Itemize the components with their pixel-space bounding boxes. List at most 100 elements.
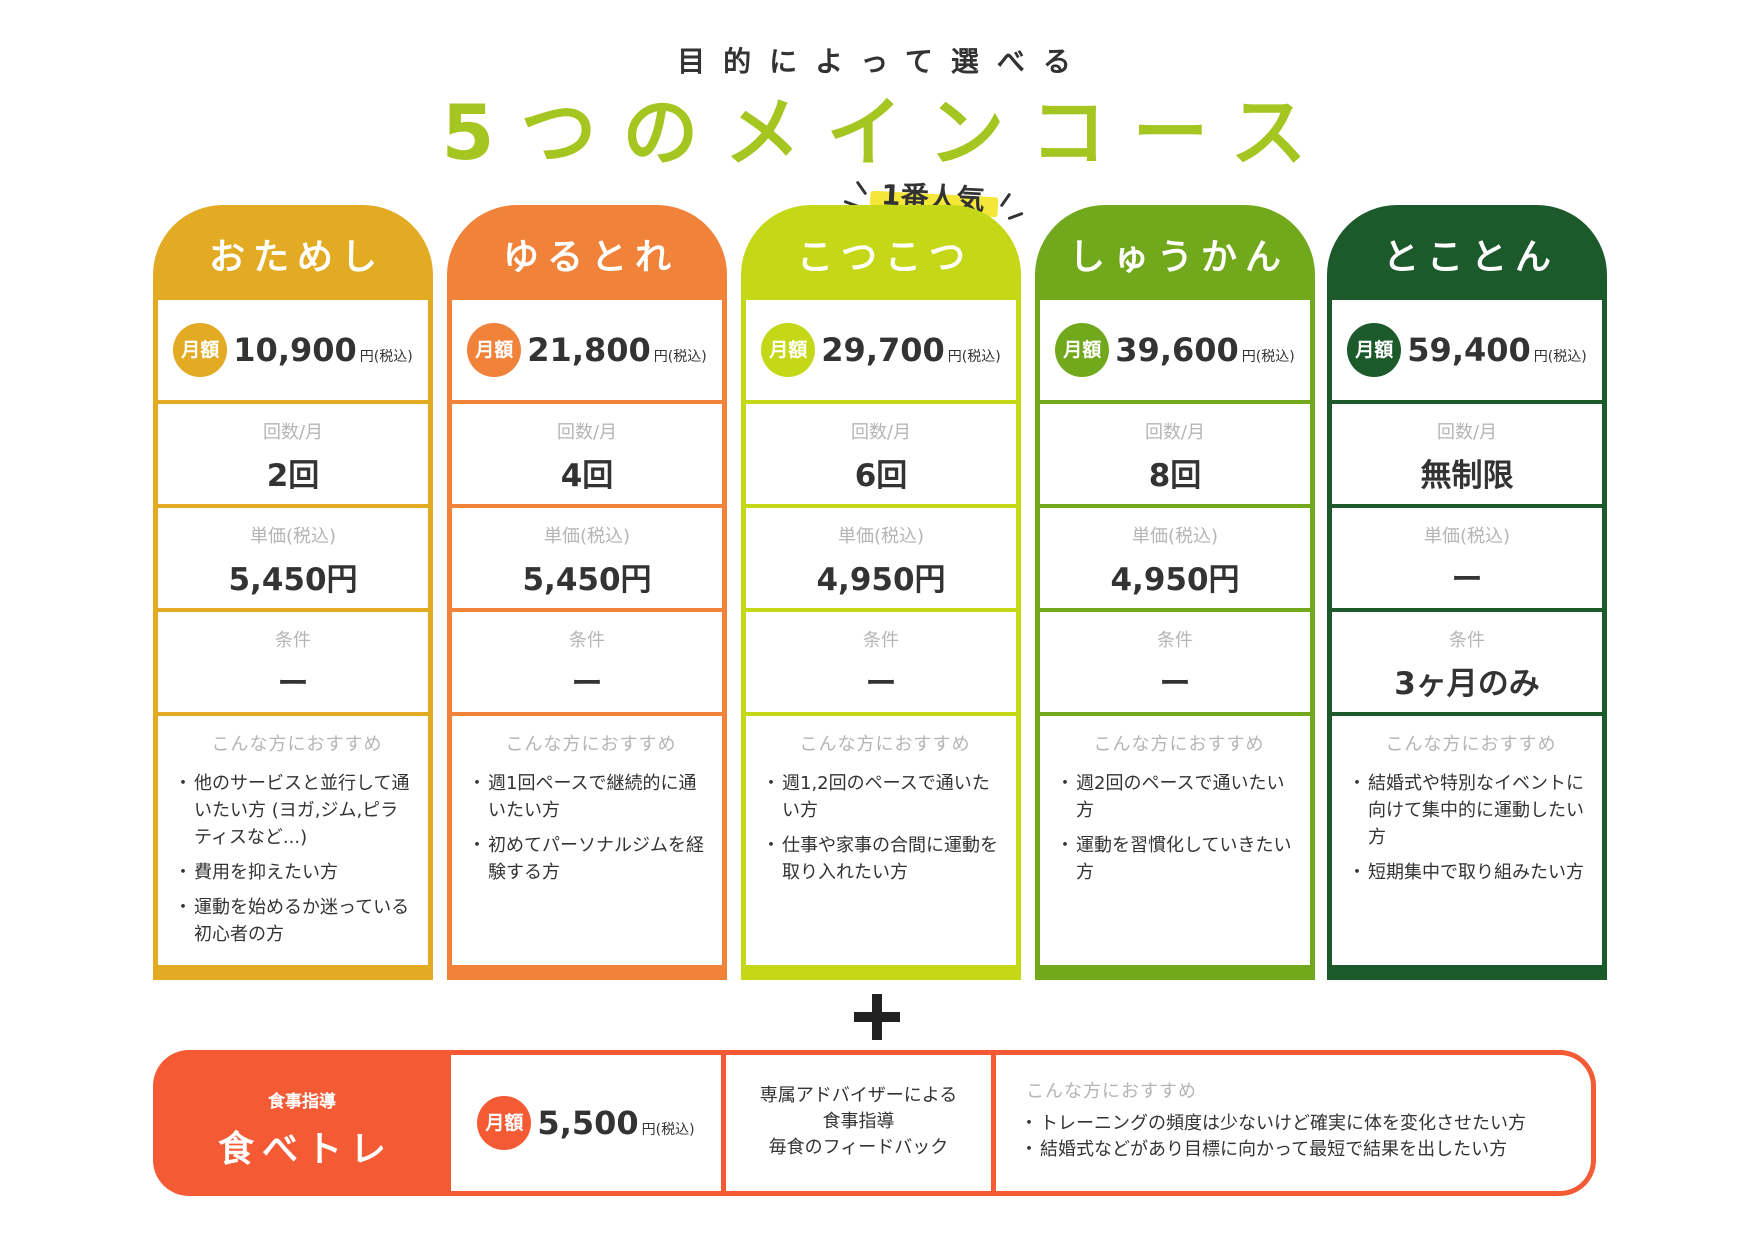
price-cell: 月額 39,600 円(税込) [1040,300,1310,400]
course-name: こつこつ [796,237,973,278]
recommend-label: こんな方におすすめ [1385,734,1557,755]
recommend-list: 週1回ペースで継続的に通いたい方 初めてパーソナルジムを経験する方 [468,770,708,886]
recommend-item: 他のサービスと並行して通いたい方 (ヨガ,ジム,ピラティスなど...) [174,770,414,851]
recommend-list: 他のサービスと並行して通いたい方 (ヨガ,ジム,ピラティスなど...) 費用を抑… [174,770,414,948]
condition-cell: 条件 ー [1040,612,1310,712]
condition-cell: 条件 ー [158,612,428,712]
recommend-item: 結婚式や特別なイベントに向けて集中的に運動したい方 [1348,770,1588,851]
course-name: しゅうかん [1068,237,1289,278]
course-kotsukotsu: こつこつ 月額 29,700 円(税込) 回数/月 6回 単価(税込) 4,95… [741,205,1021,980]
addon-description: 専属アドバイザーによる 食事指導 毎食のフィードバック [726,1055,991,1191]
condition-cell: 条件 ー [452,612,722,712]
addon-desc-line: 専属アドバイザーによる [759,1085,958,1106]
plus-icon-bar [872,994,882,1040]
recommend-cell: こんな方におすすめ 結婚式や特別なイベントに向けて集中的に運動したい方 短期集中… [1332,716,1602,965]
price-value: 39,600 [1115,331,1239,369]
condition-value: 3ヶ月のみ [1394,666,1540,702]
addon-recommend-cell: こんな方におすすめ トレーニングの頻度は少ないけど確実に体を変化させたい方 結婚… [996,1055,1591,1191]
recommend-label: こんな方におすすめ [211,734,383,755]
count-value: 6回 [854,458,908,494]
unit-price-label: 単価(税込) [1423,526,1511,547]
recommend-item: 運動を始めるか迷っている初心者の方 [174,894,414,948]
count-cell: 回数/月 4回 [452,404,722,504]
page-header: 目的によって選べる 5つのメインコース [0,40,1748,178]
count-label: 回数/月 [850,422,912,443]
price-cell: 月額 59,400 円(税込) [1332,300,1602,400]
course-name: おためし [208,237,385,278]
condition-label: 条件 [275,630,311,651]
condition-label: 条件 [1449,630,1485,651]
price-value: 21,800 [527,331,651,369]
count-label: 回数/月 [1144,422,1206,443]
addon-recommend-list: トレーニングの頻度は少ないけど確実に体を変化させたい方 結婚式などがあり目標に向… [1020,1111,1571,1163]
recommend-cell: こんな方におすすめ 週2回のペースで通いたい方 運動を習慣化していきたい方 [1040,716,1310,965]
condition-cell: 条件 ー [746,612,1016,712]
recommend-list: 結婚式や特別なイベントに向けて集中的に運動したい方 短期集中で取り組みたい方 [1348,770,1588,886]
recommend-list: 週2回のペースで通いたい方 運動を習慣化していきたい方 [1056,770,1296,886]
recommend-cell: こんな方におすすめ 週1,2回のペースで通いたい方 仕事や家事の合間に運動を取り… [746,716,1016,965]
count-label: 回数/月 [262,422,324,443]
recommend-item: 週1,2回のペースで通いたい方 [762,770,1002,824]
condition-cell: 条件 3ヶ月のみ [1332,612,1602,712]
unit-price-value: ー [1451,562,1483,598]
recommend-item: 週1回ペースで継続的に通いたい方 [468,770,708,824]
addon-price-value: 5,500 [537,1104,639,1142]
recommend-list: 週1,2回のペースで通いたい方 仕事や家事の合間に運動を取り入れたい方 [762,770,1002,886]
recommend-item: 週2回のペースで通いたい方 [1056,770,1296,824]
monthly-badge: 月額 [1347,323,1402,377]
recommend-cell: こんな方におすすめ 週1回ペースで継続的に通いたい方 初めてパーソナルジムを経験… [452,716,722,965]
addon-small-label: 食事指導 [268,1092,336,1112]
unit-price-cell: 単価(税込) 4,950円 [746,508,1016,608]
plus-icon [854,994,900,1040]
recommend-label: こんな方におすすめ [1093,734,1265,755]
recommend-item: トレーニングの頻度は少ないけど確実に体を変化させたい方 [1020,1111,1571,1137]
recommend-label: こんな方におすすめ [799,734,971,755]
addon-desc-line: 毎食のフィードバック [768,1137,949,1158]
page-subtitle: 目的によって選べる [677,45,1089,78]
addon-title: 食事指導 食べトレ [153,1055,451,1191]
addon-meal-plan: 食事指導 食べトレ 月額 5,500 円(税込) 専属アドバイザーによる 食事指… [153,1050,1596,1196]
price-unit: 円(税込) [1241,349,1295,365]
course-yurutore: ゆるとれ 月額 21,800 円(税込) 回数/月 4回 単価(税込) 5,45… [447,205,727,980]
recommend-cell: こんな方におすすめ 他のサービスと並行して通いたい方 (ヨガ,ジム,ピラティスな… [158,716,428,965]
condition-value: ー [865,666,897,702]
monthly-badge: 月額 [1055,323,1110,377]
price-value: 59,400 [1407,331,1531,369]
unit-price-value: 4,950円 [1110,562,1240,598]
addon-name: 食べトレ [217,1129,394,1170]
course-tokoton: とことん 月額 59,400 円(税込) 回数/月 無制限 単価(税込) ー 条… [1327,205,1607,980]
monthly-badge: 月額 [477,1096,532,1150]
unit-price-label: 単価(税込) [249,526,337,547]
course-shuukan: しゅうかん 月額 39,600 円(税込) 回数/月 8回 単価(税込) 4,9… [1035,205,1315,980]
unit-price-value: 5,450円 [228,562,358,598]
count-cell: 回数/月 6回 [746,404,1016,504]
price-value: 10,900 [233,331,357,369]
price-unit: 円(税込) [641,1122,695,1138]
unit-price-cell: 単価(税込) 4,950円 [1040,508,1310,608]
price-cell: 月額 10,900 円(税込) [158,300,428,400]
count-cell: 回数/月 無制限 [1332,404,1602,504]
monthly-badge: 月額 [467,323,522,377]
course-otameshi: おためし 月額 10,900 円(税込) 回数/月 2回 単価(税込) 5,45… [153,205,433,980]
price-value: 29,700 [821,331,945,369]
recommend-item: 運動を習慣化していきたい方 [1056,832,1296,886]
recommend-item: 結婚式などがあり目標に向かって最短で結果を出したい方 [1020,1137,1571,1163]
recommend-label: こんな方におすすめ [505,734,677,755]
price-unit: 円(税込) [359,349,413,365]
condition-value: ー [277,666,309,702]
course-name: ゆるとれ [502,237,679,278]
price-cell: 月額 21,800 円(税込) [452,300,722,400]
condition-label: 条件 [863,630,899,651]
condition-value: ー [571,666,603,702]
unit-price-cell: 単価(税込) ー [1332,508,1602,608]
price-cell: 月額 29,700 円(税込) [746,300,1016,400]
count-label: 回数/月 [1436,422,1498,443]
monthly-badge: 月額 [173,323,228,377]
count-value: 2回 [266,458,320,494]
unit-price-label: 単価(税込) [837,526,925,547]
course-name: とことん [1382,237,1559,278]
unit-price-value: 4,950円 [816,562,946,598]
page-title: 5つのメインコース [441,88,1333,177]
price-unit: 円(税込) [947,349,1001,365]
count-cell: 回数/月 2回 [158,404,428,504]
